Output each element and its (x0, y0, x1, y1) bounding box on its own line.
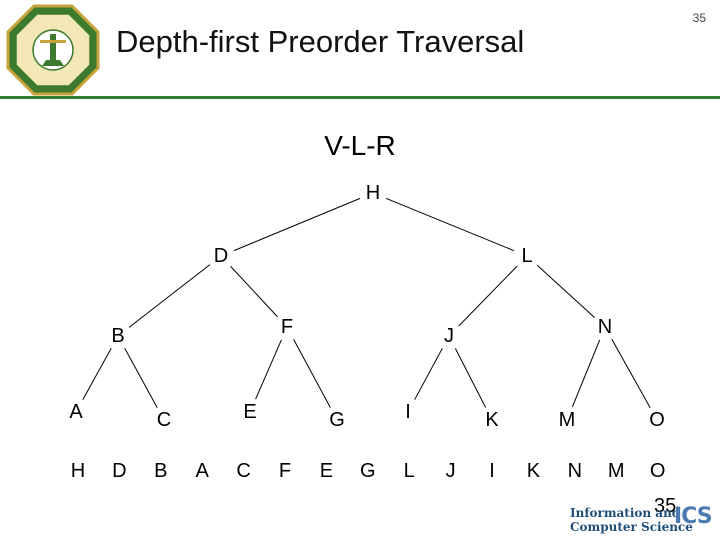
ics-logo-line2: Computer Science (570, 520, 693, 534)
sequence-item: H (70, 459, 86, 482)
page-number: 35 (654, 495, 677, 517)
tree-edge-J-I (414, 348, 443, 400)
university-seal-icon (6, 4, 100, 96)
tree-node-D: D (213, 245, 229, 267)
tree-edge-L-J (458, 265, 518, 327)
tree-edge-H-D (233, 197, 361, 252)
sequence-item: C (236, 459, 251, 482)
tree-edge-L-N (537, 265, 595, 318)
sequence-item: M (607, 459, 625, 482)
tree-node-I: I (405, 401, 411, 423)
tree-node-O: O (649, 409, 665, 431)
tree-node-J: J (444, 325, 454, 347)
ics-logo: Information and Computer Science ICS (566, 500, 716, 538)
sequence-item: G (360, 459, 376, 482)
tree-node-B: B (111, 325, 125, 347)
ics-logo-mark: ICS (674, 504, 713, 529)
sequence-item: J (445, 459, 456, 482)
tree-node-E: E (243, 401, 257, 423)
sequence-item: D (112, 459, 127, 482)
tree-node-H: H (365, 182, 381, 204)
tree-edge-N-O (611, 338, 651, 409)
slide-title: Depth-first Preorder Traversal (116, 24, 525, 59)
sequence-item: I (489, 459, 495, 482)
tree-node-N: N (597, 316, 613, 338)
tree-edge-H-L (385, 197, 515, 252)
ics-logo-line1: Information and (570, 506, 681, 520)
sequence-item: K (526, 459, 541, 482)
tree-node-M: M (558, 409, 576, 431)
header-divider (0, 96, 720, 99)
tree-node-F: F (280, 316, 294, 338)
traversal-order-label: V-L-R (324, 130, 396, 161)
tree-node-C: C (156, 409, 172, 431)
sequence-item: N (567, 459, 583, 482)
sequence-item: F (278, 459, 292, 482)
sequence-item: A (195, 459, 209, 482)
tree-edge-D-B (128, 264, 211, 328)
tree-edge-J-K (454, 348, 487, 408)
tree-edge-B-A (82, 348, 112, 400)
sequence-item: B (154, 459, 168, 482)
tree-edge-N-M (571, 339, 601, 408)
tree-node-G: G (329, 409, 345, 431)
sequence-item: O (649, 459, 666, 482)
sequence-item: E (319, 459, 334, 482)
tree-node-K: K (485, 409, 499, 431)
tree-edge-F-E (255, 339, 282, 400)
slide-number-top: 35 (692, 11, 706, 25)
tree-edge-B-C (124, 348, 158, 408)
tree-node-L: L (521, 245, 533, 267)
header-band (0, 0, 720, 100)
tree-edge-D-F (230, 265, 278, 318)
tree-edge-F-G (293, 339, 331, 408)
sequence-item: L (403, 459, 415, 482)
tree-node-A: A (69, 401, 83, 423)
